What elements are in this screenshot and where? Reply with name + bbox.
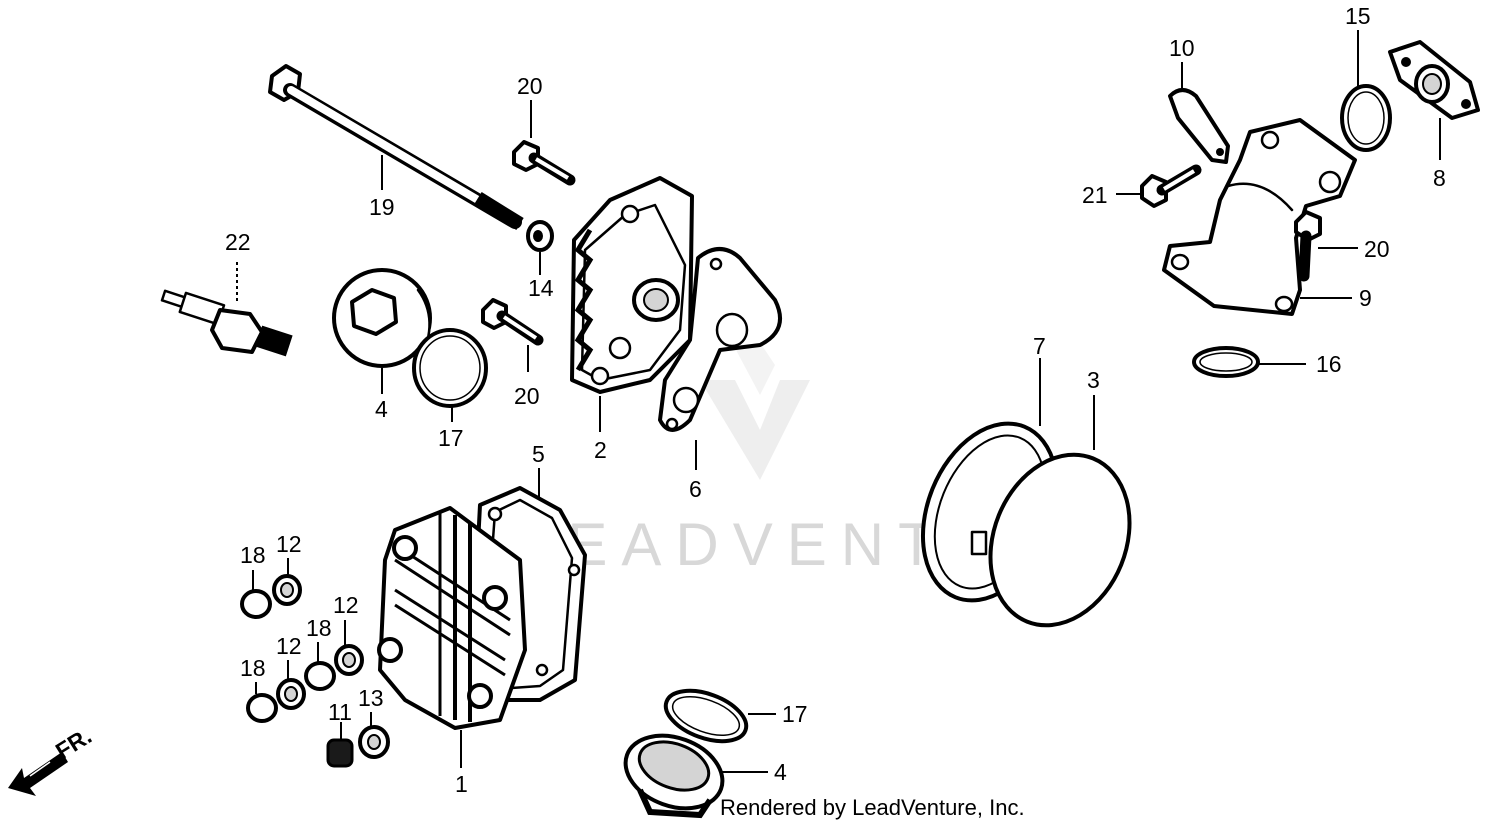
part-3-cover xyxy=(970,452,1132,628)
callout-13: 13 xyxy=(358,685,384,711)
part-15-o-ring xyxy=(1340,84,1392,152)
callout-17-lower: 17 xyxy=(782,701,808,727)
part-12-washer-b xyxy=(334,644,364,676)
callout-17-upper: 17 xyxy=(438,425,464,451)
callout-20-middle: 20 xyxy=(514,383,540,409)
part-18-nut-c xyxy=(246,693,278,723)
part-17-o-ring-upper xyxy=(412,328,488,408)
callout-7: 7 xyxy=(1033,333,1046,359)
callout-18-b: 18 xyxy=(306,615,332,641)
part-16-o-ring xyxy=(1192,346,1260,378)
part-21-bolt xyxy=(1140,164,1202,208)
part-10-clamp xyxy=(1168,88,1230,164)
part-11-cap-nut xyxy=(326,738,354,768)
callout-22: 22 xyxy=(225,229,251,255)
part-20-bolt-right xyxy=(1294,210,1322,282)
callout-21: 21 xyxy=(1082,182,1108,208)
callout-6: 6 xyxy=(689,476,702,502)
part-4-cap-upper xyxy=(332,268,432,368)
part-20-bolt-top xyxy=(512,140,576,186)
callout-16: 16 xyxy=(1316,351,1342,377)
part-20-bolt-middle xyxy=(481,298,544,346)
callout-8: 8 xyxy=(1433,165,1446,191)
part-9-intake-pipe xyxy=(1162,118,1357,316)
callout-11: 11 xyxy=(328,699,352,725)
callout-12-b: 12 xyxy=(333,592,359,618)
part-22-spark-plug xyxy=(160,289,293,357)
callout-20-top: 20 xyxy=(517,73,543,99)
part-6-gasket xyxy=(658,247,782,432)
part-19-long-bolt xyxy=(268,64,524,230)
callout-4-lower: 4 xyxy=(774,759,787,785)
render-credit: Rendered by LeadVenture, Inc. xyxy=(720,795,1025,820)
part-4-cap-lower xyxy=(623,733,725,819)
part-13-washer xyxy=(358,725,390,759)
part-12-washer-a xyxy=(272,574,302,606)
callout-12-a: 12 xyxy=(276,531,302,557)
part-1-head-cover xyxy=(377,506,527,730)
part-12-washer-c xyxy=(276,678,306,710)
part-2-cam-holder xyxy=(570,176,694,394)
callout-15: 15 xyxy=(1345,3,1371,29)
callout-9: 9 xyxy=(1359,285,1372,311)
callout-10: 10 xyxy=(1169,35,1195,61)
callout-18-a: 18 xyxy=(240,542,266,568)
callout-12-c: 12 xyxy=(276,633,302,659)
part-14-washer xyxy=(526,220,554,252)
callout-18-c: 18 xyxy=(240,655,266,681)
callout-1: 1 xyxy=(455,771,468,797)
callout-19: 19 xyxy=(369,194,395,220)
callout-4-upper: 4 xyxy=(375,396,388,422)
front-direction-arrow xyxy=(8,752,68,796)
part-18-nut-a xyxy=(240,589,272,619)
callout-5: 5 xyxy=(532,441,545,467)
part-8-insulator xyxy=(1388,40,1480,120)
part-18-nut-b xyxy=(304,661,336,691)
callout-20-right: 20 xyxy=(1364,236,1390,262)
callout-14: 14 xyxy=(528,275,554,301)
part-17-o-ring-lower xyxy=(663,688,749,744)
callout-3: 3 xyxy=(1087,367,1100,393)
callout-2: 2 xyxy=(594,437,607,463)
